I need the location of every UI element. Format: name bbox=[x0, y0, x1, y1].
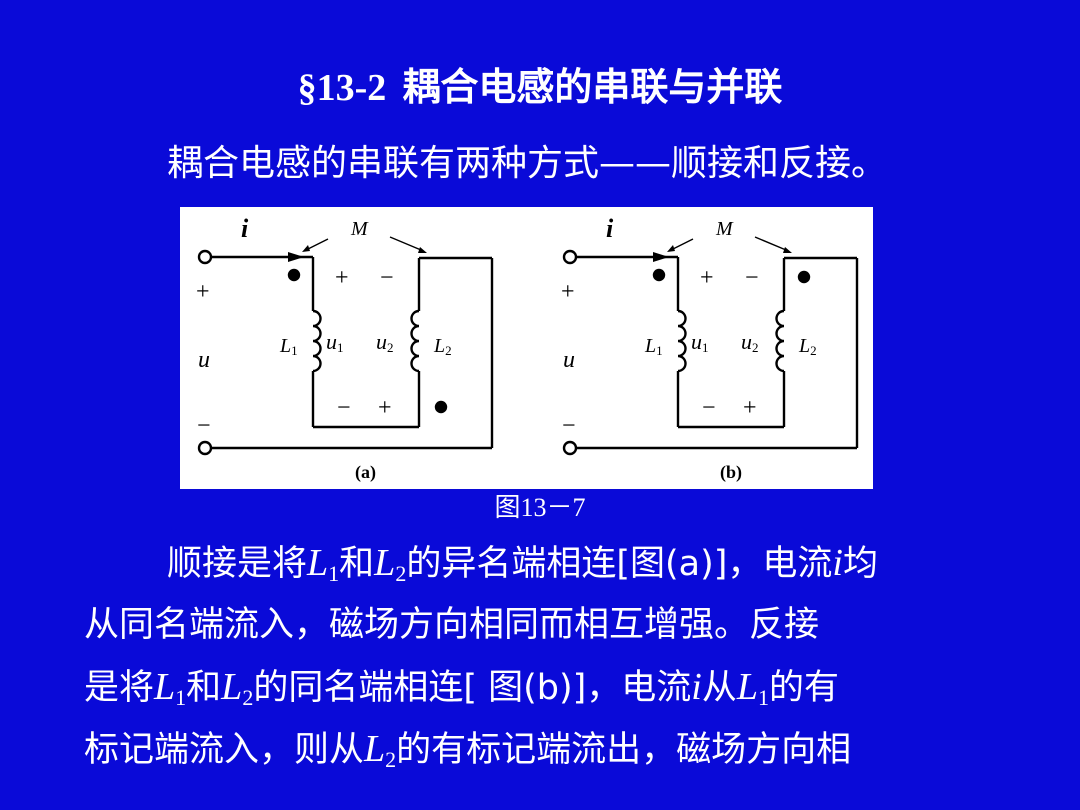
terminal-top-a bbox=[197, 249, 213, 265]
dot-l1-b bbox=[652, 268, 666, 282]
label-minus-source-a: − bbox=[197, 413, 211, 439]
label-u1-b: u1 bbox=[691, 329, 709, 355]
label-minus-u2-a: − bbox=[380, 265, 394, 291]
figure-caption: 图13－7 bbox=[494, 493, 586, 522]
subscript-2: 2 bbox=[395, 561, 407, 586]
m-arrow-left-b bbox=[672, 238, 694, 250]
text-segment: 的同名端相连[ 图(b)]，电流 bbox=[253, 668, 692, 708]
label-plus-source-a: + bbox=[196, 279, 210, 305]
dot-l2-b bbox=[797, 270, 811, 284]
label-minus-u1-b: − bbox=[702, 395, 716, 421]
label-u2-b: u2 bbox=[741, 329, 759, 355]
text-segment: 是将 bbox=[84, 668, 155, 708]
subscript-2: 2 bbox=[242, 685, 254, 710]
label-m-b: M bbox=[715, 218, 734, 240]
symbol-i: i bbox=[691, 666, 702, 708]
text-segment: 的异名端相连[图(a)]，电流 bbox=[406, 544, 833, 584]
page-title: §13-2 耦合电感的串联与并联 bbox=[0, 62, 1080, 113]
symbol-l: L bbox=[364, 728, 386, 770]
paragraph-line-3: 是将L1和L2的同名端相连[ 图(b)]，电流i从L1的有 bbox=[84, 656, 839, 729]
label-caption-b: (b) bbox=[720, 462, 742, 483]
dot-l2-a bbox=[434, 400, 448, 414]
m-arrow-left-a bbox=[307, 238, 329, 250]
label-minus-u1-a: − bbox=[337, 395, 351, 421]
label-caption-a: (a) bbox=[355, 462, 376, 483]
subtitle: 耦合电感的串联有两种方式——顺接和反接。 bbox=[167, 143, 888, 184]
label-u-a: u bbox=[198, 347, 210, 373]
text-segment: 均 bbox=[842, 544, 878, 584]
circuit-b-labels: i M + + − u L1 u1 u2 L2 − + − (b) bbox=[561, 214, 817, 483]
terminal-bottom-b bbox=[562, 440, 578, 456]
symbol-l: L bbox=[221, 666, 243, 708]
symbol-i: i bbox=[832, 542, 843, 584]
circuit-diagram: i M + + − u L1 u1 u2 L2 − + − (a) bbox=[196, 214, 859, 483]
label-u2-a: u2 bbox=[376, 329, 394, 355]
label-i-a: i bbox=[241, 214, 249, 243]
label-l2-b: L2 bbox=[798, 335, 817, 358]
section-number: §13-2 bbox=[297, 67, 387, 109]
inductor-l2-b bbox=[775, 309, 785, 373]
label-l1-b: L1 bbox=[644, 335, 663, 358]
paragraph-line-4: 标记端流入，则从L2的有标记端流出，磁场方向相 bbox=[84, 718, 851, 791]
text-segment: 标记端流入，则从 bbox=[84, 730, 365, 770]
symbol-l: L bbox=[736, 666, 758, 708]
text-segment: 的有标记端流出，磁场方向相 bbox=[396, 730, 852, 770]
m-arrowhead-left-a bbox=[302, 245, 310, 252]
label-l2-a: L2 bbox=[433, 335, 452, 358]
text-segment: 和 bbox=[339, 544, 375, 584]
subscript-1: 1 bbox=[175, 685, 187, 710]
label-minus-u2-b: − bbox=[745, 265, 759, 291]
label-plus-source-b: + bbox=[561, 279, 575, 305]
circuit-b bbox=[562, 236, 859, 456]
inductor-l2-a bbox=[410, 309, 420, 373]
circuit-a-labels: i M + + − u L1 u1 u2 L2 − + − (a) bbox=[196, 214, 452, 483]
m-arrowhead-left-b bbox=[667, 245, 675, 252]
section-title: 耦合电感的串联与并联 bbox=[402, 65, 783, 109]
text-segment: 从 bbox=[701, 668, 737, 708]
current-arrow-a bbox=[288, 252, 304, 262]
circuit-a bbox=[197, 236, 494, 456]
m-arrowhead-right-b bbox=[783, 247, 792, 253]
label-i-b: i bbox=[606, 214, 614, 243]
subscript-1: 1 bbox=[758, 685, 769, 710]
inductor-l1-a bbox=[312, 309, 322, 373]
circuit-figure: i M + + − u L1 u1 u2 L2 − + − (a) bbox=[180, 207, 873, 489]
paragraph-line-2: 从同名端流入，磁场方向相同而相互增强。反接 bbox=[84, 605, 820, 645]
paragraph-line-1: 顺接是将L1和L2的异名端相连[图(a)]，电流i均 bbox=[167, 532, 878, 605]
dot-l1-a bbox=[287, 268, 301, 282]
current-arrow-b bbox=[653, 252, 669, 262]
text-segment: 的有 bbox=[769, 668, 840, 708]
symbol-l: L bbox=[307, 542, 329, 584]
symbol-l: L bbox=[374, 542, 396, 584]
label-plus-u1-b: + bbox=[700, 265, 714, 291]
m-arrow-right-b bbox=[754, 236, 787, 251]
label-plus-u2-b: + bbox=[743, 395, 757, 421]
subscript-2: 2 bbox=[385, 747, 397, 772]
text-segment: 和 bbox=[186, 668, 222, 708]
text-segment: 顺接是将 bbox=[167, 544, 308, 584]
label-m-a: M bbox=[350, 218, 369, 240]
label-u-b: u bbox=[563, 347, 575, 373]
label-l1-a: L1 bbox=[279, 335, 298, 358]
symbol-l: L bbox=[154, 666, 176, 708]
terminal-bottom-a bbox=[197, 440, 213, 456]
label-plus-u1-a: + bbox=[335, 265, 349, 291]
terminal-top-b bbox=[562, 249, 578, 265]
m-arrowhead-right-a bbox=[418, 247, 427, 253]
label-plus-u2-a: + bbox=[378, 395, 392, 421]
label-u1-a: u1 bbox=[326, 329, 344, 355]
subscript-1: 1 bbox=[328, 561, 340, 586]
m-arrow-right-a bbox=[389, 236, 422, 251]
inductor-l1-b bbox=[677, 309, 687, 373]
label-minus-source-b: − bbox=[562, 413, 576, 439]
